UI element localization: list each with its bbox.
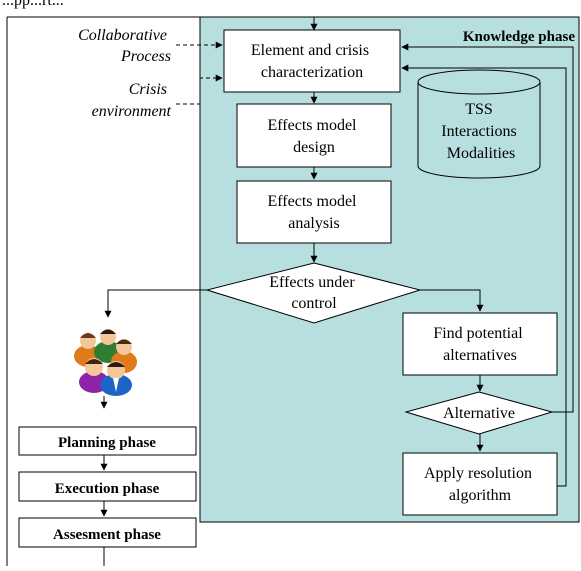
assesment-phase-label: Assesment phase: [53, 527, 161, 543]
database-label: TSS Interactions Modalities: [441, 101, 521, 162]
collaborative-process-label: Collaborative Process: [78, 27, 171, 65]
apply-resolution-label: Apply resolution algorithm: [424, 465, 536, 504]
alternative-label: Alternative: [443, 405, 515, 422]
find-alternatives-box: [402, 312, 558, 376]
effects-design-box: [236, 103, 392, 168]
execution-phase-label: Execution phase: [55, 481, 160, 497]
characterization-box: [223, 29, 401, 93]
execution-phase-box: [18, 471, 197, 502]
database-cylinder: [417, 69, 541, 179]
top-partial-label: ...pp...rt...: [2, 0, 64, 9]
knowledge-phase-title: Knowledge phase: [463, 29, 575, 45]
crisis-environment-label: Crisis environment: [92, 81, 172, 120]
effects-analysis-label: Effects model analysis: [267, 193, 360, 232]
effects-under-control-decision: [205, 262, 422, 324]
people-group-icon: [74, 329, 137, 396]
planning-phase-label: Planning phase: [58, 435, 156, 451]
apply-resolution-box: [402, 452, 558, 516]
find-alternatives-label: Find potential alternatives: [433, 325, 526, 364]
assesment-phase-box: [18, 517, 197, 548]
effects-design-label: Effects model design: [267, 117, 360, 156]
characterization-label: Element and crisis characterization: [251, 42, 373, 81]
effects-under-control-label: Effects under control: [269, 274, 358, 312]
effects-analysis-box: [236, 180, 392, 244]
planning-phase-box: [18, 426, 197, 456]
alternative-decision: [404, 391, 554, 435]
